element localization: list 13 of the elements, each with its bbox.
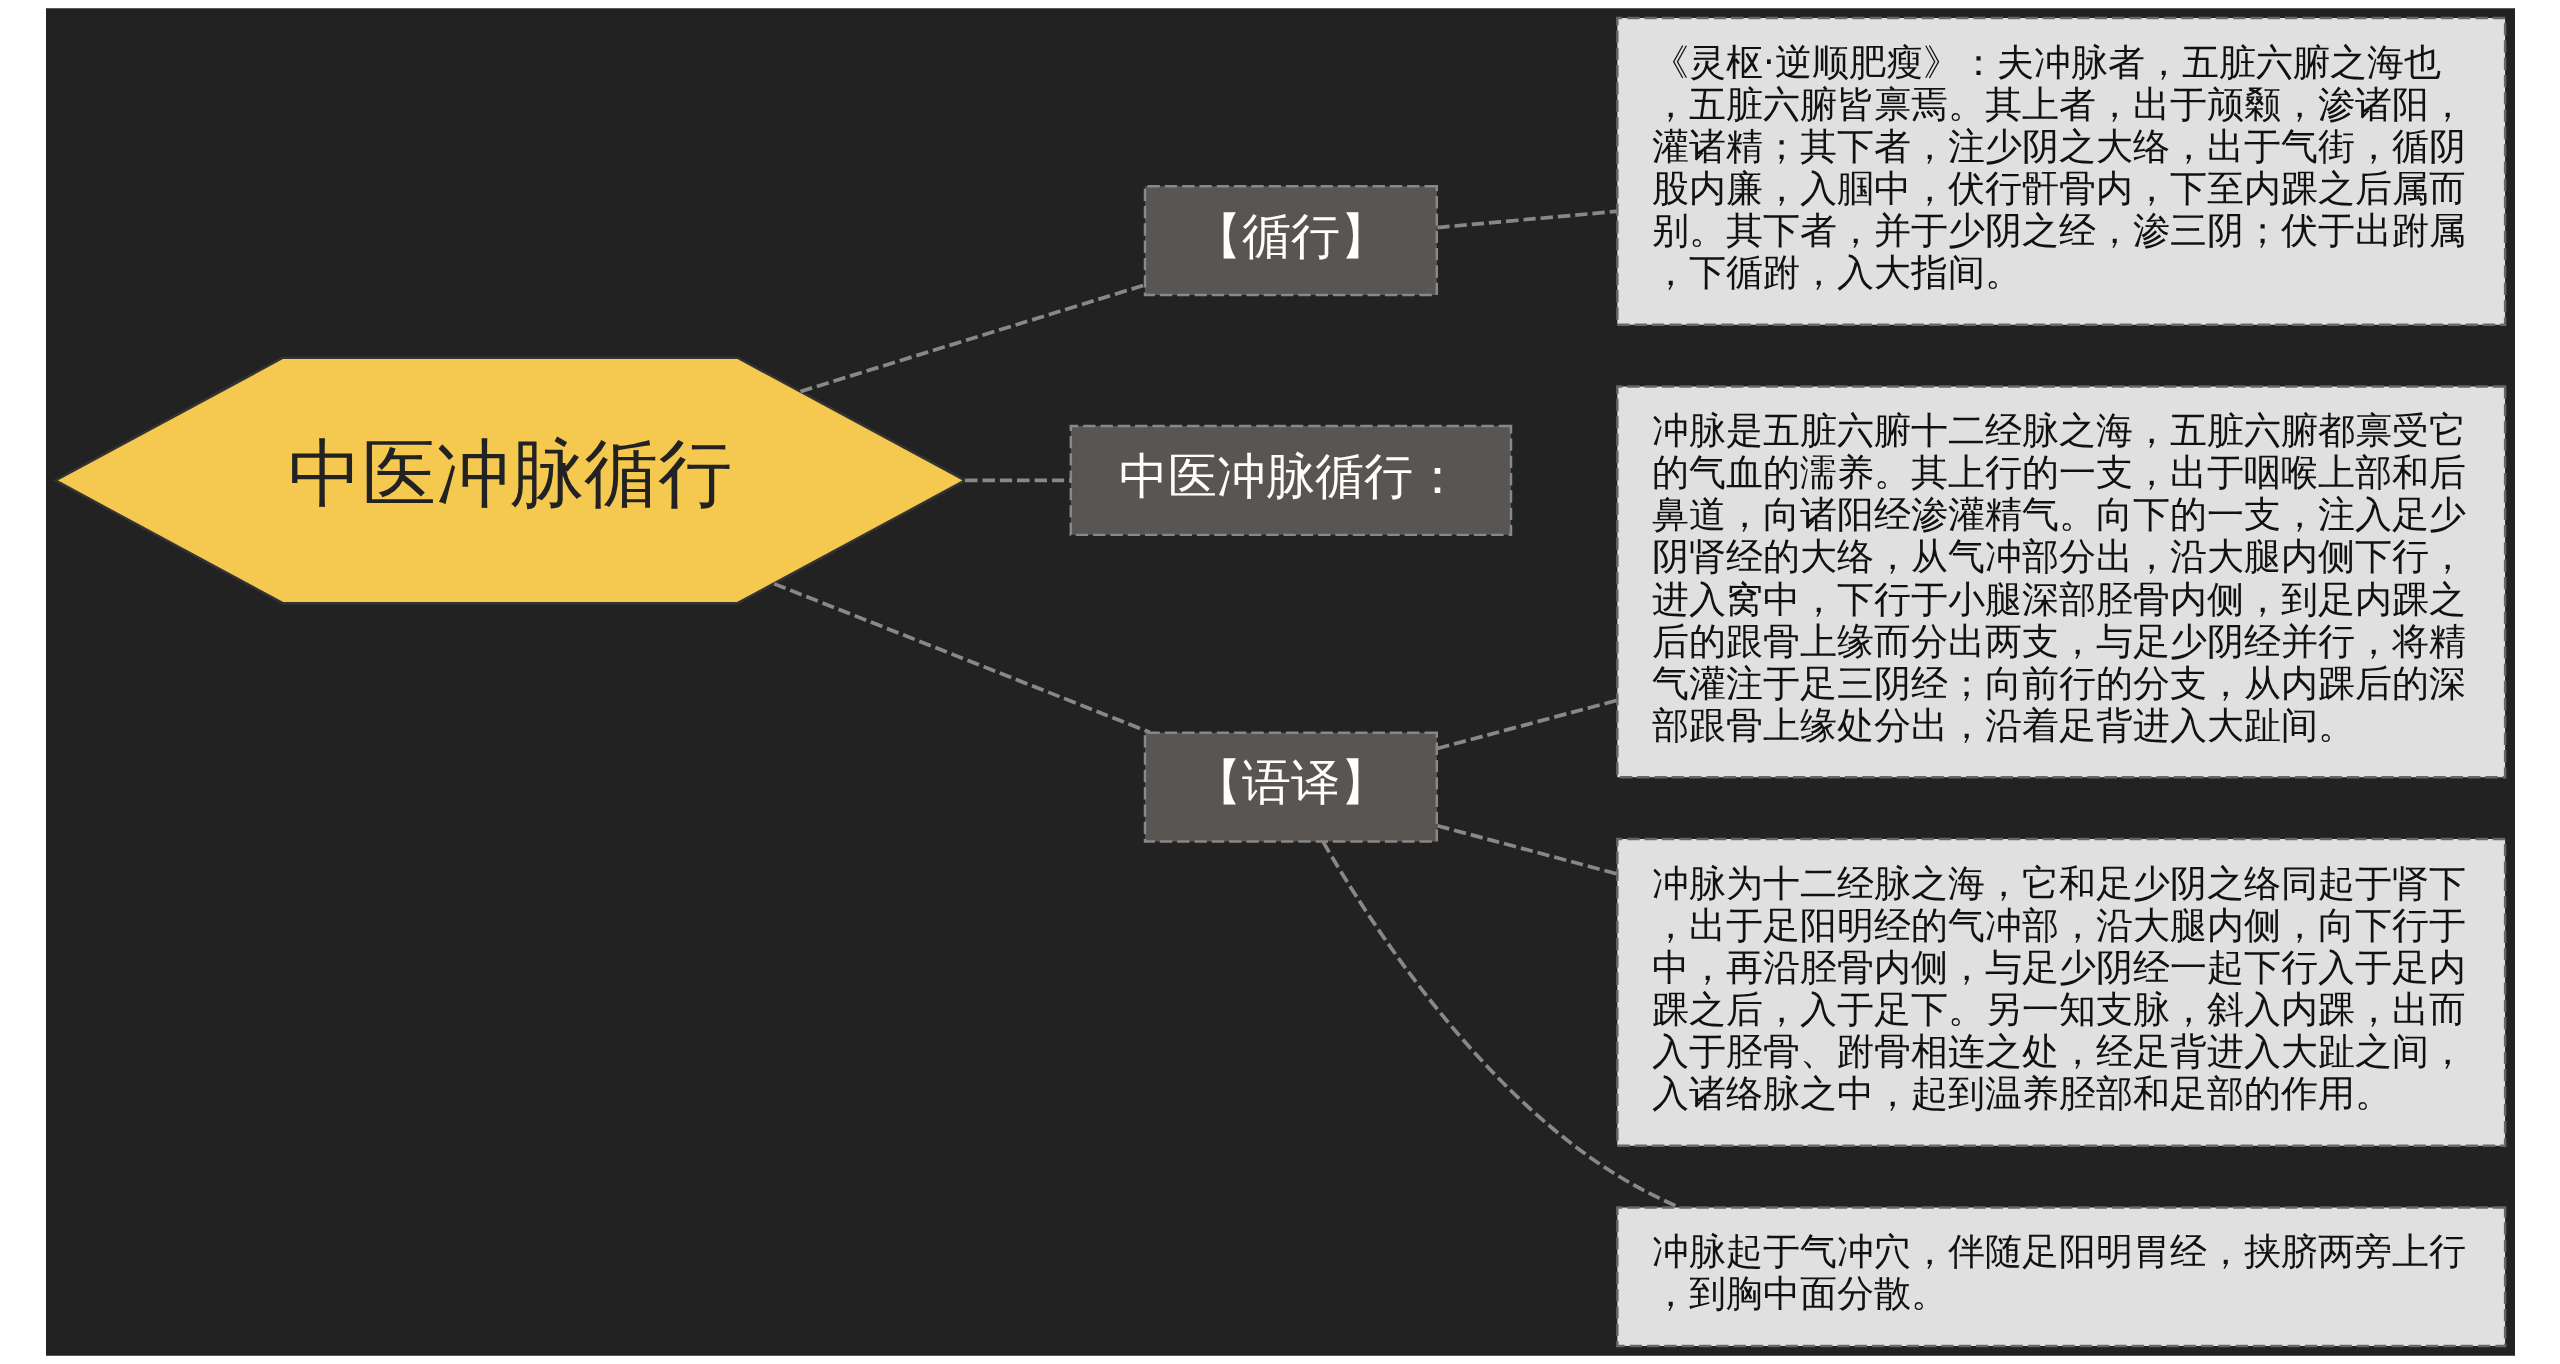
- node-box: 冲脉起于气冲穴，伴随足阳明胃经，挟脐两旁上行，到胸中面分散。: [1615, 1206, 2506, 1348]
- connector: [964, 478, 1070, 483]
- node-box: 冲脉为十二经脉之海，它和足少阴之络同起于肾下，出于足阳明经的气冲部，沿大腿内侧，向下行于中，再沿胫骨内侧，与足少阴经一起下行入于足内踝之后，入于足下。另一知支脉，斜入内踝，出而入于胫骨、跗骨相连之处，经足背进入大趾之间，入诸络脉之中，起到温养胫部和足部的作用。: [1615, 837, 2506, 1147]
- node-box: 中医冲脉循行：: [1069, 424, 1512, 537]
- node-box: 【语译】: [1143, 731, 1438, 843]
- connector: [1436, 698, 1617, 751]
- node-box: 《灵枢·逆顺肥瘦》：夫冲脉者，五脏六腑之海也，五脏六腑皆禀焉。其上者，出于颃颡，渗诸阳，灌诸精；其下者，注少阴之大络，出于气街，循阴股内廉，入腘中，伏行骭骨内，下至内踝之后属而别。其下者，并于少阴之经，渗三阴；伏于出跗属，下循跗，入大指间。: [1615, 16, 2506, 326]
- node-box: 冲脉是五脏六腑十二经脉之海，五脏六腑都禀受它的气血的濡养。其上行的一支，出于咽喉上部和后鼻道，向诸阳经渗灌精气。向下的一支，注入足少阴肾经的大络，从气冲部分出，沿大腿内侧下行，进入窝中，下行于小腿深部胫骨内侧，到足内踝之后的跟骨上缘而分出两支，与足少阴经并行，将精气灌注于足三阴经；向前行的分支，从内踝后的深部跟骨上缘处分出，沿着足背进入大趾间。: [1615, 385, 2506, 779]
- connector: [773, 582, 1151, 735]
- connector: [1436, 209, 1617, 230]
- node-box: 【循行】: [1143, 184, 1438, 297]
- connector: [799, 283, 1145, 394]
- connector: [1436, 823, 1617, 876]
